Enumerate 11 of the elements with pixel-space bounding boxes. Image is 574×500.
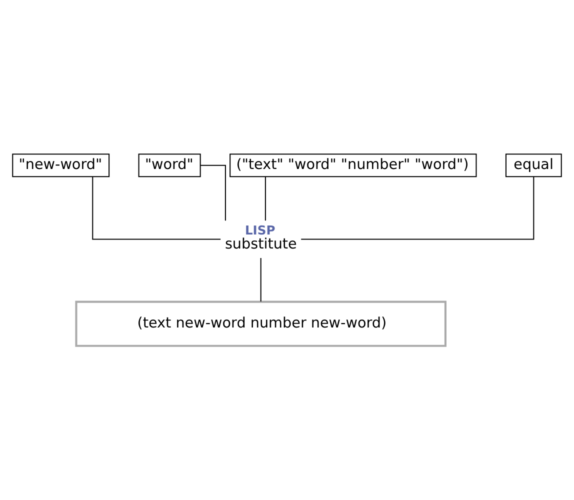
connector — [200, 164, 226, 221]
node-box: "word" — [138, 154, 201, 178]
node-box: equal — [505, 154, 562, 178]
connector — [301, 176, 534, 240]
connector — [92, 176, 221, 240]
node-box: ("text" "word" "number" "word") — [230, 154, 477, 178]
node-box: (text new-word number new-word) — [75, 300, 446, 347]
node-box: "new-word" — [12, 154, 110, 178]
node-text: LISP substitute — [224, 224, 297, 253]
connector — [260, 258, 262, 302]
connector — [264, 176, 266, 221]
